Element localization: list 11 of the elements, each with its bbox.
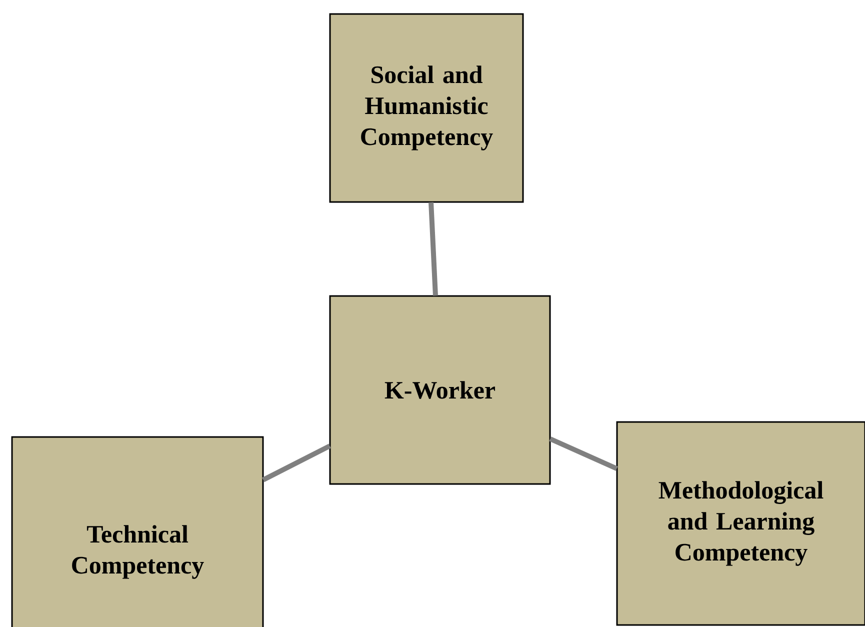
connector-line — [428, 202, 438, 296]
box — [11, 436, 264, 627]
box-label: Methodological and Learning Competency — [658, 481, 824, 566]
box — [329, 13, 524, 203]
connector-line — [549, 436, 618, 471]
box — [616, 421, 865, 626]
box-label: K-Worker — [384, 381, 496, 399]
box-label: Technical Competency — [72, 525, 204, 579]
box — [329, 295, 551, 485]
connector-line — [262, 444, 331, 482]
box-label: Social and Humanistic Competency — [361, 66, 493, 150]
